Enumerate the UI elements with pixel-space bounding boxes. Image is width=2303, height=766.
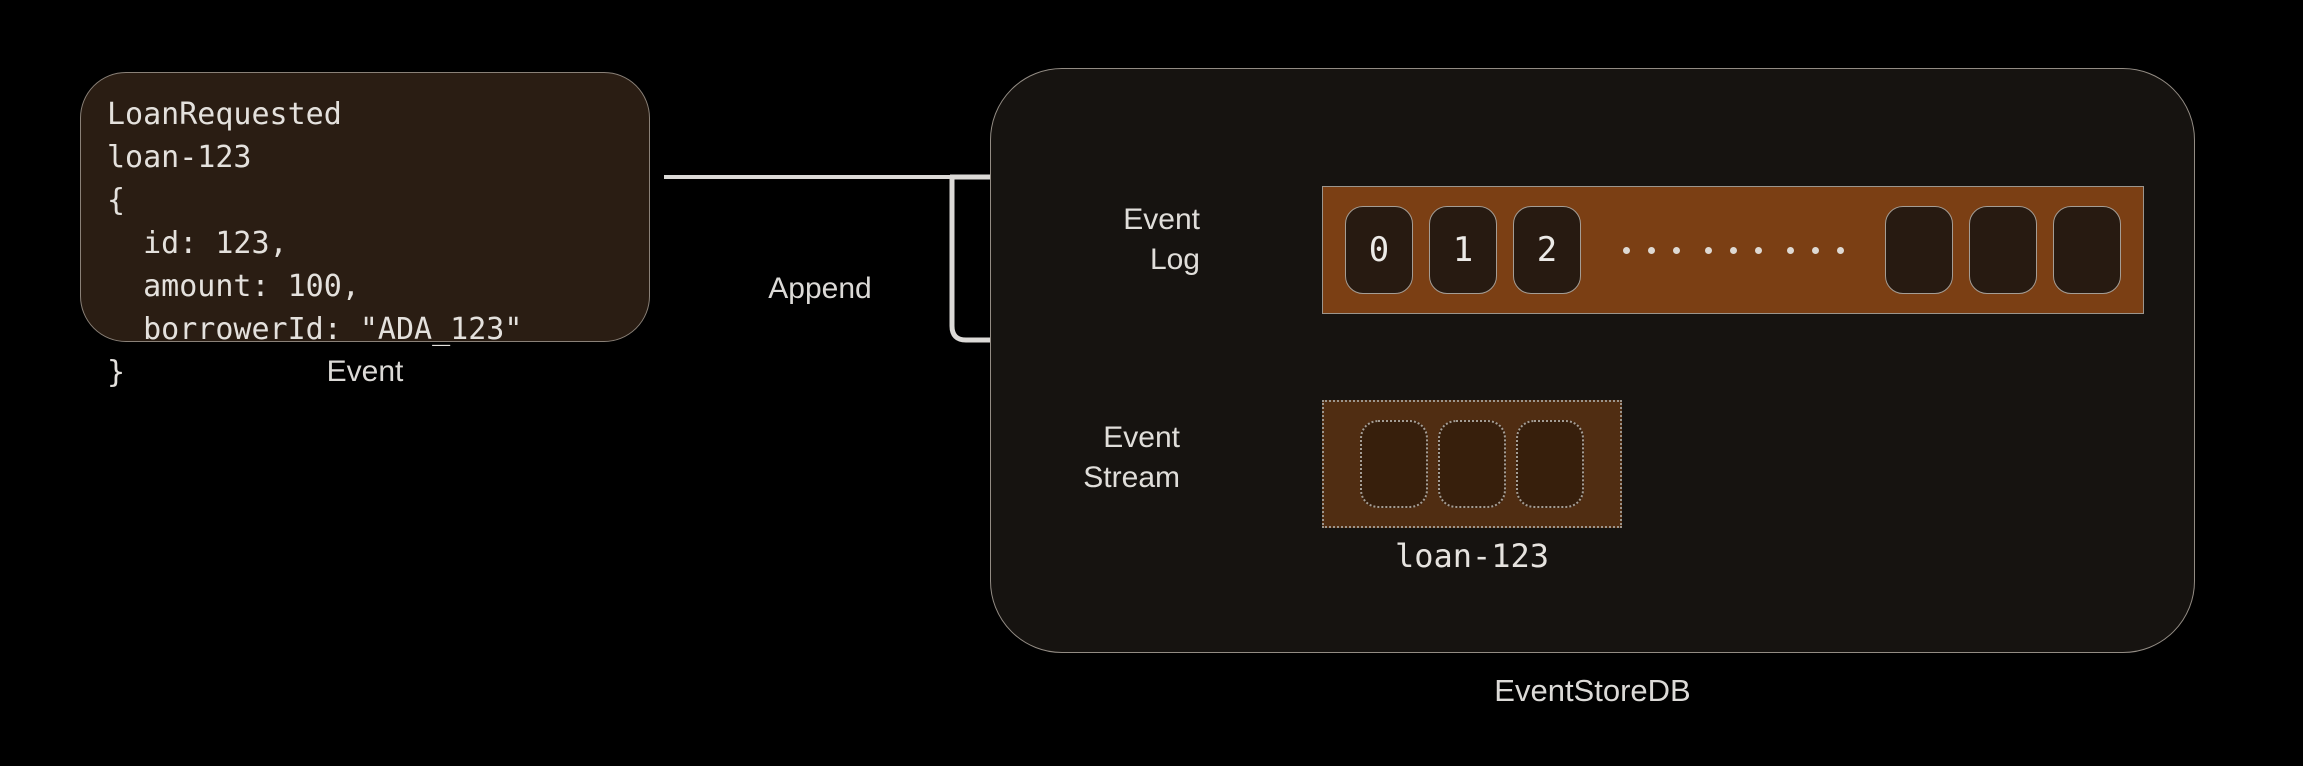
ellipsis-dot (1704, 246, 1712, 254)
log-cell-empty-1[interactable] (1885, 206, 1953, 294)
ellipsis-dot (1786, 246, 1794, 254)
stream-cell-2[interactable] (1438, 420, 1506, 508)
log-ellipsis-group (1786, 246, 1844, 254)
ellipsis-dot (1811, 246, 1819, 254)
event-payload-code: LoanRequested loan-123 { id: 123, amount… (107, 97, 523, 390)
log-cell-0[interactable]: 0 (1345, 206, 1413, 294)
event-stream-box (1322, 400, 1622, 528)
ellipsis-dot (1672, 246, 1680, 254)
log-cell-1[interactable]: 1 (1429, 206, 1497, 294)
log-ellipsis-group (1622, 246, 1680, 254)
log-cell-empty-2[interactable] (1969, 206, 2037, 294)
append-label: Append (768, 272, 872, 305)
ellipsis-dot (1647, 246, 1655, 254)
event-log-label-line2: Log (1149, 243, 1200, 276)
event-log-label: Event Log (1020, 200, 1200, 280)
log-ellipsis-group (1704, 246, 1762, 254)
event-log-bar: 0 1 2 (1322, 186, 2144, 314)
event-stream-label: Event Stream (1000, 418, 1180, 498)
log-ellipsis (1589, 246, 1877, 254)
stream-cell-1[interactable] (1360, 420, 1428, 508)
ellipsis-dot (1729, 246, 1737, 254)
stream-cell-3[interactable] (1516, 420, 1584, 508)
log-cell-2[interactable]: 2 (1513, 206, 1581, 294)
event-stream-name: loan-123 (1394, 537, 1550, 575)
event-stream-label-line2: Stream (1083, 461, 1180, 494)
log-cell-empty-3[interactable] (2053, 206, 2121, 294)
event-card: LoanRequested loan-123 { id: 123, amount… (80, 72, 650, 390)
eventstoredb-caption: EventStoreDB (1494, 673, 1691, 708)
ellipsis-dot (1754, 246, 1762, 254)
event-card-caption: Event (326, 355, 404, 388)
eventstoredb-container (990, 68, 2195, 653)
event-log-label-line1: Event (1123, 203, 1200, 236)
ellipsis-dot (1836, 246, 1844, 254)
event-stream-label-line1: Event (1103, 421, 1180, 454)
ellipsis-dot (1622, 246, 1630, 254)
